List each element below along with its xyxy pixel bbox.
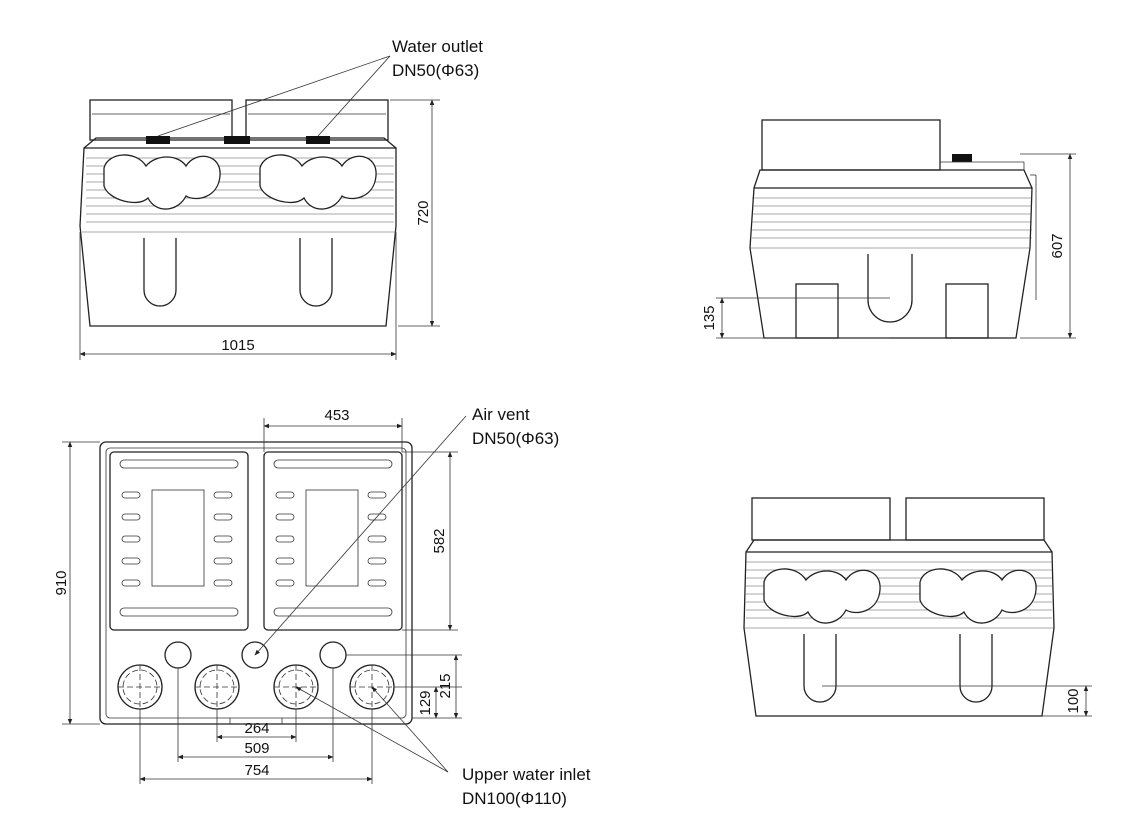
dim-plan-inlet-spacing-2: 509 bbox=[244, 740, 269, 757]
dim-rear-inlet-height: 100 bbox=[1065, 688, 1082, 713]
dim-plan-inlet-offset-1: 129 bbox=[417, 690, 434, 715]
dim-front-width: 1015 bbox=[221, 337, 254, 354]
plan-vent-circle bbox=[319, 641, 347, 669]
dim-plan-inlet-spacing-3: 754 bbox=[244, 762, 269, 779]
rear-view: 100 bbox=[743, 497, 1092, 717]
dim-plan-module-width: 453 bbox=[324, 407, 349, 424]
front-lobe-left bbox=[103, 154, 221, 210]
upper-inlet-label-1: Upper water inlet bbox=[462, 765, 591, 784]
dim-plan-inlet-offset-2: 215 bbox=[437, 673, 454, 698]
dim-plan-inlet-spacing-1: 264 bbox=[244, 720, 269, 737]
plan-view: 453 582 910 129 215 264 509 754 Air ve bbox=[53, 405, 591, 808]
front-view: 1015 720 Water outlet DN50(Φ63) bbox=[79, 37, 483, 360]
plan-module-left bbox=[109, 451, 249, 631]
water-outlet-icon bbox=[146, 136, 170, 144]
air-vent-label-1: Air vent bbox=[472, 405, 530, 424]
dim-plan-module-depth: 582 bbox=[431, 528, 448, 553]
water-outlet-icon bbox=[306, 136, 330, 144]
plan-vent-circle bbox=[164, 641, 192, 669]
dim-side-inlet-height: 135 bbox=[701, 305, 718, 330]
side-ribs bbox=[750, 197, 1032, 249]
dim-front-height: 720 bbox=[415, 200, 432, 225]
dim-side-height: 607 bbox=[1049, 233, 1066, 258]
air-vent-circle bbox=[241, 641, 269, 669]
plan-module-right bbox=[263, 451, 403, 631]
water-outlet-label-2: DN50(Φ63) bbox=[392, 61, 479, 80]
water-outlet-icon bbox=[224, 136, 250, 144]
dim-plan-depth: 910 bbox=[53, 570, 70, 595]
side-view: 607 135 bbox=[701, 119, 1076, 339]
air-vent-label-2: DN50(Φ63) bbox=[472, 429, 559, 448]
plan-inlet-circles bbox=[117, 664, 395, 710]
upper-inlet-label-2: DN100(Φ110) bbox=[462, 789, 567, 808]
water-outlet-label-1: Water outlet bbox=[392, 37, 483, 56]
front-lobe-right bbox=[259, 154, 377, 210]
air-vent-outlet-icon bbox=[952, 154, 972, 162]
rear-lobe-left bbox=[763, 568, 881, 624]
rear-lobe-right bbox=[919, 568, 1037, 624]
